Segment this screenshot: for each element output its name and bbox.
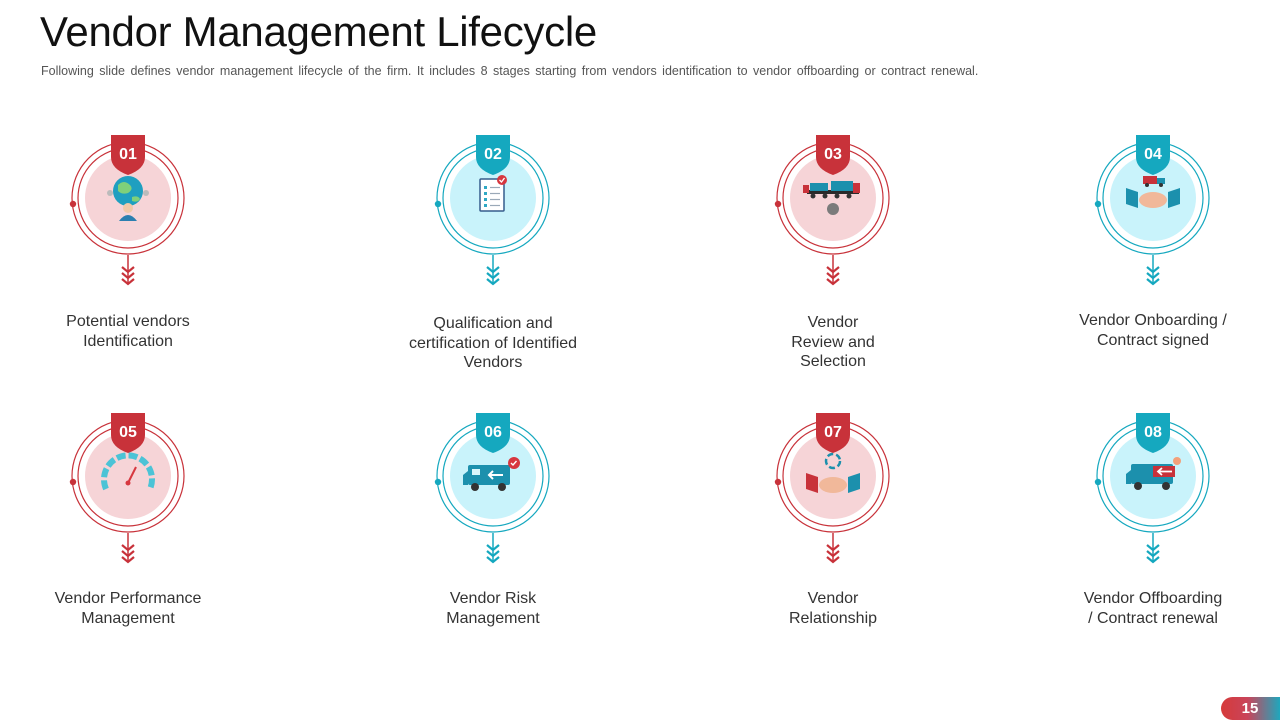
stage-label: Vendor Onboarding / Contract signed [1053,311,1253,350]
stage-label: Qualification and certification of Identi… [393,314,593,373]
stage-label-line: Potential vendors [66,313,190,330]
stage-label-line: Vendors [463,354,523,371]
stage-number-badge: 04 [1136,135,1170,175]
checklist-clipboard-icon [479,175,507,212]
stage-label: Vendor Offboarding / Contract renewal [1053,589,1253,628]
speedometer-icon [101,452,155,491]
stage-label-line: Identification [83,332,173,350]
chevron-down-icon [486,266,500,286]
stage-graphic: 01 [69,135,185,286]
stage-number: 05 [119,424,137,441]
stage-number-badge: 08 [1136,413,1170,453]
icon-background [790,155,876,241]
stage-label-line: Vendor Onboarding / [1079,312,1227,329]
stage-graphic: 05 [69,413,185,564]
stage-graphic: 06 [434,413,550,564]
stage-label-line: Contract signed [1096,331,1210,349]
chevron-down-icon [1146,544,1160,564]
chevron-down-icon [826,544,840,564]
delivery-van-check-icon [463,457,520,491]
stage-label-line: Vendor Risk [449,590,537,607]
globe-person-icon [107,176,149,221]
stage-number: 02 [484,146,502,163]
stage-label-line: Vendor [807,590,859,607]
stage-graphic: 03 [774,135,890,286]
stage-number: 06 [484,424,502,441]
ring-dot [1094,200,1102,208]
delivery-van-exit-icon [1126,457,1181,490]
ring-dot [774,200,782,208]
stage-graphic: 02 [434,135,550,286]
stage-number-badge: 07 [816,413,850,453]
stage-label-line: / Contract renewal [1088,609,1218,627]
chevron-down-icon [121,544,135,564]
page-subtitle: Following slide defines vendor managemen… [41,64,979,78]
icon-background [85,433,171,519]
chevron-down-icon [1146,266,1160,286]
handshake-truck-icon [1126,176,1180,208]
stage-number: 07 [824,424,842,441]
ring-dot [69,200,77,208]
stage-label-line: Review and [791,333,875,351]
stage-label-line: Management [446,609,540,627]
stage-label-line: Relationship [788,609,878,627]
stage-number: 04 [1144,146,1162,163]
ring-dot [434,478,442,486]
page-title: Vendor Management Lifecycle [40,8,597,55]
stage-label-line: Vendor Performance [54,590,202,607]
stage-graphic: 04 [1094,135,1210,286]
stage-label-line: Qualification and [433,315,553,332]
stage-number-badge: 02 [476,135,510,175]
stage-label-line: Vendor [807,314,859,331]
chevron-down-icon [826,266,840,286]
ring-dot [1094,478,1102,486]
stage-number-badge: 05 [111,413,145,453]
stage-number: 01 [119,146,137,163]
stage-graphic: 07 [774,413,890,564]
stage-label-line: Vendor Offboarding [1083,590,1223,607]
stage-number-badge: 06 [476,413,510,453]
ring-dot [774,478,782,486]
stage-label-line: Selection [800,353,866,370]
stage-number: 08 [1144,424,1162,441]
ring-dot [434,200,442,208]
page-number-badge [1221,697,1280,720]
icon-background [790,433,876,519]
stage-number: 03 [824,146,842,163]
stage-label-line: certification of Identified [408,334,578,352]
stage-graphic: 08 [1094,413,1210,564]
handshake-cycle-icon [806,452,860,493]
stage-label-line: Management [81,609,175,627]
stage-number-badge: 01 [111,135,145,175]
stage-number-badge: 03 [816,135,850,175]
chevron-down-icon [486,544,500,564]
ring-dot [69,478,77,486]
truck-review-icon [803,181,860,215]
chevron-down-icon [121,266,135,286]
page-number: 15 [1241,700,1259,717]
